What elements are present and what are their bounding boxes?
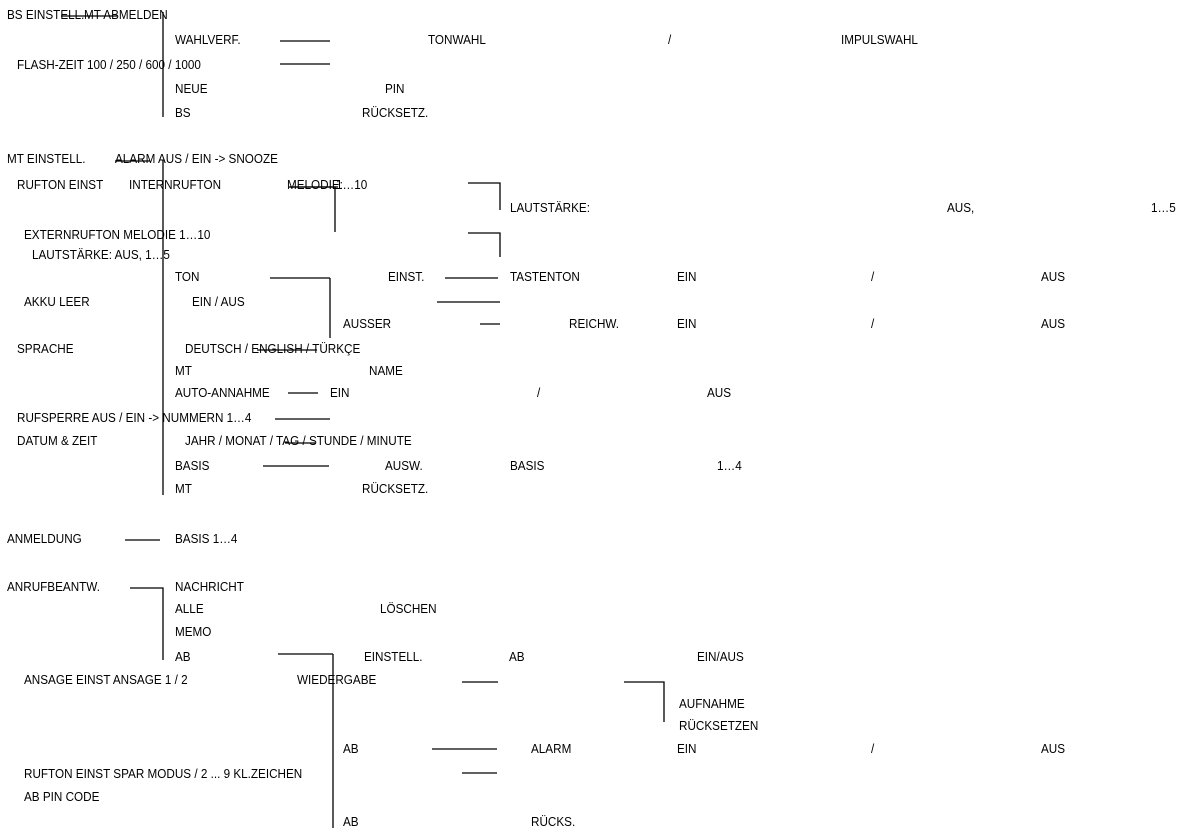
mt-reichw-label: REICHW. [569, 316, 620, 331]
mt-melodie-int-range: 1…10 [336, 177, 368, 192]
ab-memo-label: MEMO [175, 624, 212, 639]
ab-ab1-label: AB [175, 649, 191, 664]
melodie-bracket [290, 186, 336, 232]
mt-datum-options: JAHR / MONAT / TAG / STUNDE / MINUTE [185, 433, 412, 448]
ab-ruecks-label: RÜCKS. [531, 814, 576, 829]
ab-wiedergabe-label: WIEDERGABE [297, 672, 377, 687]
ab-einaus-label: EIN/AUS [697, 649, 744, 664]
bs-abmelden-label: MT ABMELDEN [84, 7, 168, 22]
mt-range-int-label: 1…5 [1151, 200, 1176, 215]
ab-ruecksetzen-label: RÜCKSETZEN [679, 718, 759, 733]
mt-ton-label: TON [175, 269, 200, 284]
ab-alle-label: ALLE [175, 601, 204, 616]
ab-rufton-label: RUFTON EINST SPAR MODUS / 2 ... 9 KL.ZEI… [24, 766, 303, 781]
ab-ab3-label: AB [343, 741, 359, 756]
mt-sep3-label: / [871, 316, 875, 331]
mt-datum-label: DATUM & ZEIT [17, 433, 98, 448]
mt-externrufton-label: EXTERNRUFTON MELODIE 1…10 [24, 227, 211, 242]
lautstaerke-bracket [468, 182, 501, 210]
ab-main-label: ANRUFBEANTW. [7, 579, 100, 594]
mt-lautstaerke-int-label: LAUTSTÄRKE: [510, 200, 590, 215]
mt-main-label: MT EINSTELL. [7, 151, 86, 166]
mt-aus3-label: AUS [707, 385, 732, 400]
bs-tonwahl-label: TONWAHL [428, 32, 486, 47]
mt-auto-label: AUTO-ANNAHME [175, 385, 270, 400]
mt-einst-label: EINST. [388, 269, 425, 284]
mt-tastenton-label: TASTENTON [510, 269, 580, 284]
bs-impulswahl-label: IMPULSWAHL [841, 32, 918, 47]
mt-sprache-options: DEUTSCH / ENGLISH / TÜRKÇE [185, 341, 361, 356]
ab-bracket [130, 587, 164, 660]
bs-wahlverf-label: WAHLVERF. [175, 32, 241, 47]
mt-internrufton-label: INTERNRUFTON [129, 177, 222, 192]
mt-rufsperre-label: RUFSPERRE AUS / EIN -> NUMMERN 1…4 [17, 410, 252, 425]
ab-sep-label: / [871, 741, 875, 756]
bs-neue-label: NEUE [175, 81, 208, 96]
mt-mt-label: MT [175, 363, 192, 378]
aufnahme-bracket [624, 681, 665, 722]
ab-ein-label: EIN [677, 741, 697, 756]
bs-sep-label: / [668, 32, 672, 47]
mt-range-basis-label: 1…4 [717, 458, 742, 473]
ab-ab4-label: AB [343, 814, 359, 829]
ab-loeschen-label: LÖSCHEN [380, 601, 437, 616]
mt-aus2-label: AUS [1041, 316, 1066, 331]
mt-name-label: NAME [369, 363, 403, 378]
ab-alarm-label: ALARM [531, 741, 572, 756]
ab-aufnahme-label: AUFNAHME [679, 696, 745, 711]
mt-melodie-int-label: MELODIE: [287, 177, 343, 192]
mt-basis-label: BASIS [175, 458, 210, 473]
ab-aus-label: AUS [1041, 741, 1066, 756]
bs-ruecksetz-label: RÜCKSETZ. [362, 105, 429, 120]
mt-ein2-label: EIN [677, 316, 697, 331]
bs-pin-label: PIN [385, 81, 405, 96]
bs-main-label: BS EINSTELL. [7, 7, 85, 22]
mt-lautstaerke-ext-label: LAUTSTÄRKE: AUS, 1…5 [32, 247, 170, 262]
mt-basis2-label: BASIS [510, 458, 545, 473]
anmeldung-main-label: ANMELDUNG [7, 531, 82, 546]
ab-ansage-label: ANSAGE EINST ANSAGE 1 / 2 [24, 672, 188, 687]
mt-aus1-label: AUS [1041, 269, 1066, 284]
ab-ab2-label: AB [509, 649, 525, 664]
ab-pincode-label: AB PIN CODE [24, 789, 100, 804]
mt-sep4-label: / [537, 385, 541, 400]
mt-alarm-options: AUS / EIN -> SNOOZE [158, 151, 278, 166]
mt-alarm-label: ALARM [115, 151, 156, 166]
ext-bracket [468, 232, 501, 257]
anmeldung-basis-label: BASIS 1…4 [175, 531, 238, 546]
mt-ein3-label: EIN [330, 385, 350, 400]
mt-sep2-label: / [871, 269, 875, 284]
mt-rufton-label: RUFTON EINST [17, 177, 104, 192]
mt-ein1-label: EIN [677, 269, 697, 284]
mt-mt2-label: MT [175, 481, 192, 496]
mt-ausw-label: AUSW. [385, 458, 423, 473]
mt-ausser-label: AUSSER [343, 316, 392, 331]
bs-flash-label: FLASH-ZEIT 100 / 250 / 600 / 1000 [17, 57, 201, 72]
ab-einstell-label: EINSTELL. [364, 649, 423, 664]
mt-akku-label: AKKU LEER [24, 294, 90, 309]
mt-sprache-label: SPRACHE [17, 341, 74, 356]
mt-aus-comma-label: AUS, [947, 200, 975, 215]
mt-akku-options: EIN / AUS [192, 294, 245, 309]
bs-bs-label: BS [175, 105, 191, 120]
mt-ruecksetz-label: RÜCKSETZ. [362, 481, 429, 496]
ab-nachricht-label: NACHRICHT [175, 579, 244, 594]
